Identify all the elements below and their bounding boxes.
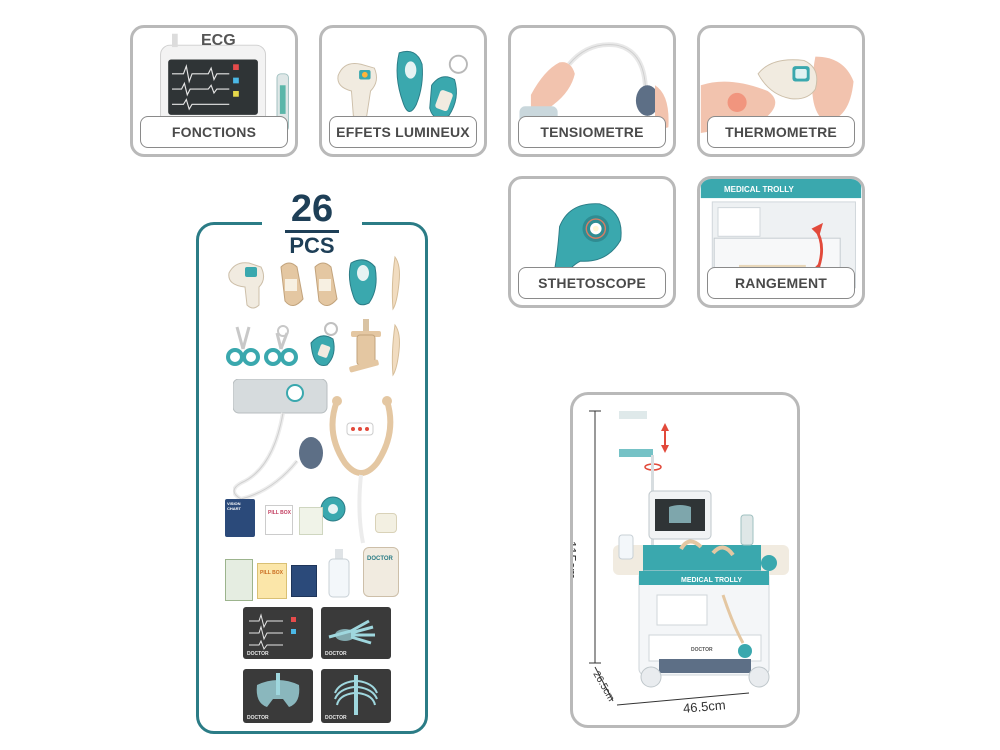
caption-rangement: RANGEMENT [707, 267, 855, 299]
reflex-hammer-item [310, 322, 338, 367]
caption-fonctions: FONCTIONS [140, 116, 288, 148]
scissors-item [264, 325, 298, 366]
xray-hand-card: DOCTOR [321, 607, 391, 659]
dimensions-panel: MEDICAL TROLLY DOCTOR 115cm 26.5cm 46.5c… [570, 392, 800, 728]
medicine-box-item [225, 559, 253, 601]
otoscope-item [348, 259, 377, 306]
ecg-trace-graphic [249, 613, 296, 651]
vision-chart-card: VISION CHART [225, 499, 255, 537]
card-label: DOCTOR [325, 651, 347, 657]
xray-hand-graphic [328, 619, 375, 645]
syringe-item [280, 262, 304, 306]
scissors-item [226, 326, 260, 366]
piece-count: 26 [290, 188, 334, 230]
tile-effets-lumineux: EFFETS LUMINEUX [319, 25, 487, 157]
tile-fonctions: ECG FONCTIONS [130, 25, 298, 157]
stethoscope-item [320, 396, 394, 544]
pill-box-item: PILL BOX [265, 505, 293, 535]
xray-pelvis-card: DOCTOR [243, 669, 313, 723]
stethoscope-image [553, 203, 622, 279]
vision-chart-label: VISION CHART [227, 501, 241, 511]
caption-tensiometre: TENSIOMETRE [518, 116, 666, 148]
doctor-box-item: DOCTOR [363, 547, 399, 597]
injector-item [349, 319, 381, 373]
caption-effets-lumineux: EFFETS LUMINEUX [329, 116, 477, 148]
spray-bottle-item [328, 549, 350, 598]
ecg-card: DOCTOR [243, 607, 313, 659]
trolley-diagram [589, 410, 789, 706]
thermometer-item [228, 262, 265, 309]
caption-stethoscope: STHETOSCOPE [518, 267, 666, 299]
xray-chest-card: DOCTOR [321, 669, 391, 723]
tongue-depressor-item [391, 323, 400, 377]
tile-thermometre: THERMOMETRE [697, 25, 865, 157]
kit-contents-panel: VISION CHART PILL BOX PILL BOX DOCTOR DO… [196, 222, 428, 734]
medicine-box-item [291, 565, 317, 597]
height-dimension: 115cm [570, 541, 579, 580]
pill-box-item: PILL BOX [257, 563, 287, 599]
pill-box-label: PILL BOX [260, 570, 283, 576]
syringe-item [314, 262, 338, 306]
pill-bottle-item [375, 513, 397, 533]
piece-count-badge: 26 PCS [262, 188, 362, 258]
medicine-box-item [299, 507, 323, 535]
tile-tensiometre: TENSIOMETRE [508, 25, 676, 157]
piece-unit: PCS [285, 230, 339, 257]
medical-trolly-label: MEDICAL TROLLY [724, 185, 794, 194]
ecg-label: ECG [201, 32, 236, 49]
pill-box-label: PILL BOX [268, 510, 291, 516]
xray-pelvis-graphic [256, 673, 300, 707]
blood-pressure-cuff-item [233, 379, 328, 502]
card-label: DOCTOR [247, 715, 269, 721]
medical-trolly-label: MEDICAL TROLLY [681, 577, 743, 584]
light-effects-image [337, 50, 468, 120]
xray-chest-graphic [334, 675, 378, 715]
tongue-depressor-item [391, 255, 400, 311]
card-label: DOCTOR [325, 715, 347, 721]
tile-rangement: MEDICAL TROLLY RANGEMENT [697, 176, 865, 308]
card-label: DOCTOR [247, 651, 269, 657]
doctor-box-label: DOCTOR [367, 556, 393, 562]
doctor-label: DOCTOR [691, 647, 713, 653]
tile-stethoscope: STHETOSCOPE [508, 176, 676, 308]
caption-thermometre: THERMOMETRE [707, 116, 855, 148]
